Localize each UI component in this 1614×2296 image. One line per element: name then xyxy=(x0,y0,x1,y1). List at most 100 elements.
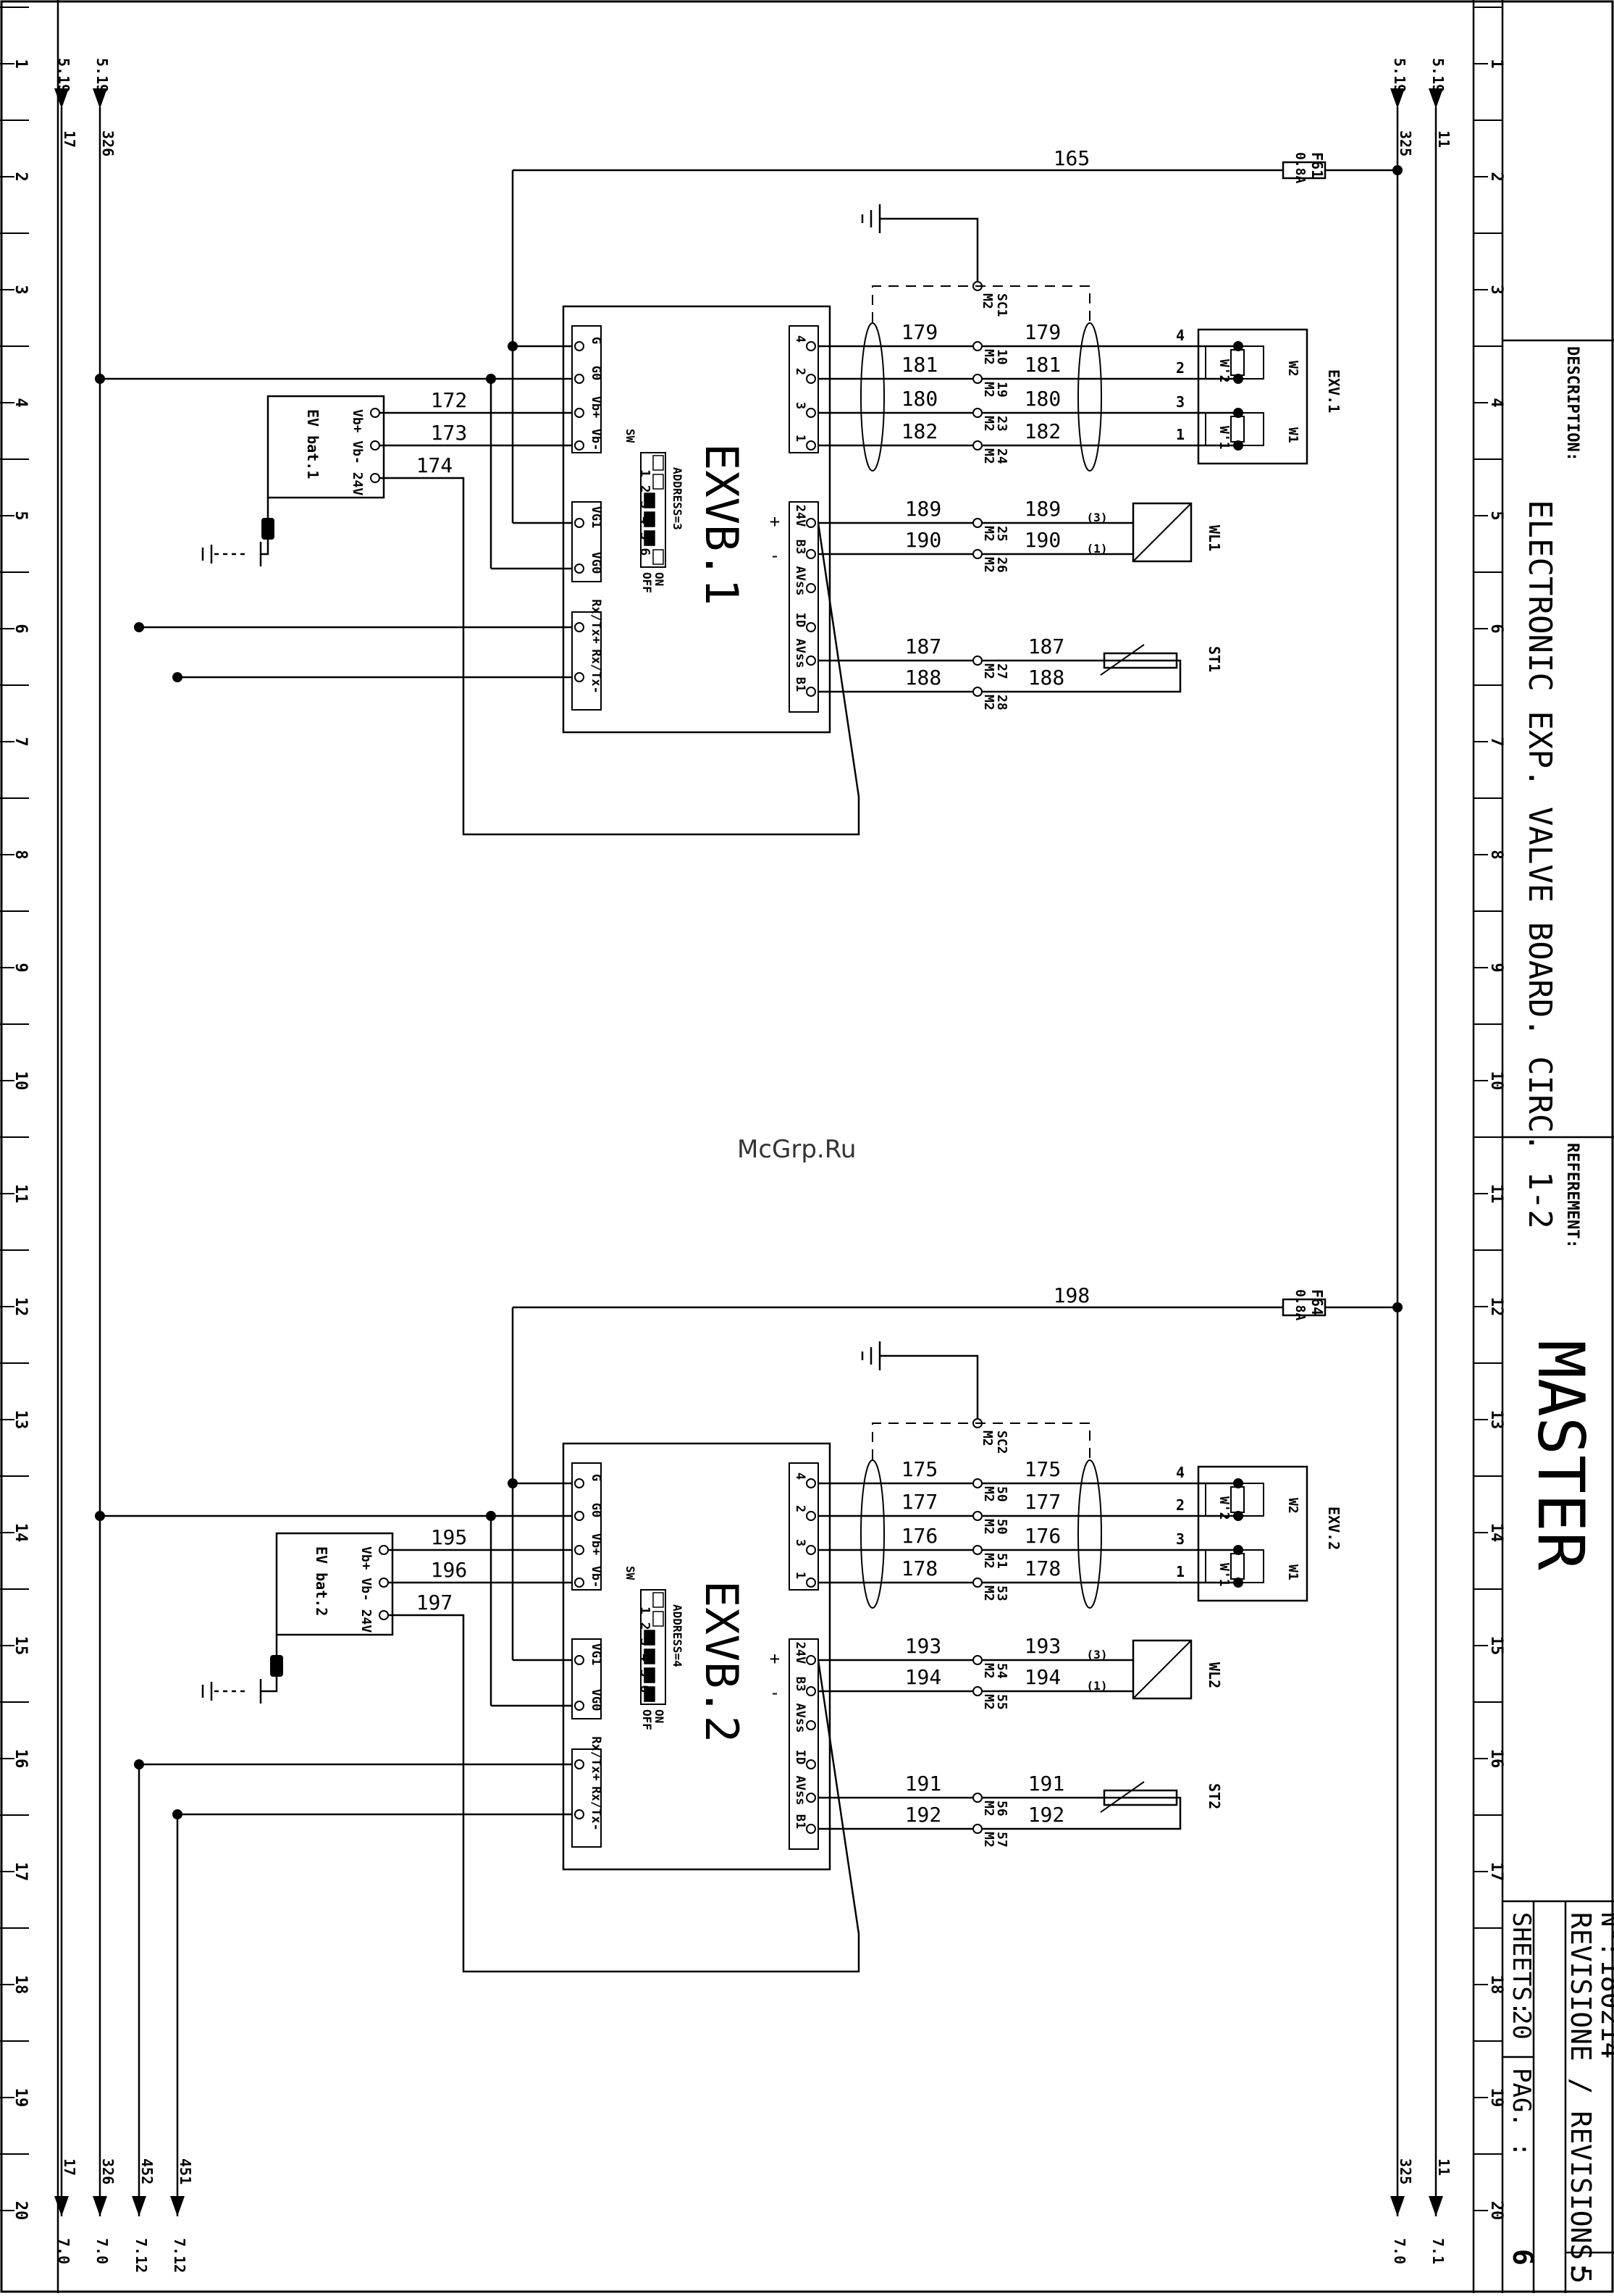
valve-label: EXV.2 xyxy=(1325,1507,1342,1550)
rail-ref-label: 5.19 xyxy=(93,58,111,93)
pressure-wire-number: 190 xyxy=(1025,528,1062,552)
battery-24v-wire xyxy=(379,477,860,836)
ruler-left-number: 7 xyxy=(12,737,30,746)
board-terminal-right xyxy=(806,655,816,666)
temp-wire-number: 187 xyxy=(1028,634,1065,658)
battery-wire-number: 172 xyxy=(431,388,468,412)
board-pin-label: VG0 xyxy=(589,1689,603,1711)
ruler-right-number: 16 xyxy=(1487,1749,1505,1769)
terminal-number: 57 xyxy=(994,1832,1009,1848)
ev-battery-box xyxy=(266,395,385,499)
board-pin-label: Vb+ xyxy=(589,1533,603,1556)
terminal-number: 19 xyxy=(994,382,1009,398)
board-pin-label: G xyxy=(589,337,603,344)
motor-wire-number: 179 xyxy=(901,320,938,344)
terminal-suffix: M2 xyxy=(981,416,996,432)
terminal-number: 50 xyxy=(994,1519,1009,1535)
description-text: ELECTRONIC EXP. VALVE BOARD. CIRC. 1-2 xyxy=(1521,500,1558,1229)
pressure-wire-number: 189 xyxy=(1025,497,1062,521)
dip-on-label: ON xyxy=(652,1709,666,1723)
sensor-pin-label: (3) xyxy=(1087,1648,1108,1662)
ntc-loop xyxy=(1177,1796,1182,1830)
ruler-left-number: 2 xyxy=(12,172,30,181)
terminal-suffix: M2 xyxy=(981,1486,996,1502)
board-terminal-right xyxy=(806,1824,816,1834)
board-pin-label: Vb- xyxy=(589,429,603,451)
terminal-suffix: M2 xyxy=(981,526,996,542)
board-terminal-left xyxy=(574,622,584,632)
ev-battery-pins: Vb+ Vb- 24V xyxy=(358,1546,374,1633)
ruler-left-number: 18 xyxy=(12,1975,30,1995)
ruler-left-number: 16 xyxy=(12,1749,30,1769)
ruler-right-number: 2 xyxy=(1487,172,1505,181)
board-terminal-left xyxy=(574,408,584,418)
ruler-left-number: 10 xyxy=(12,1071,30,1091)
ruler-left-number: 17 xyxy=(12,1862,30,1882)
fuse-label: F61 xyxy=(1308,152,1326,178)
rail-ref-label: 7.12 xyxy=(171,2238,188,2273)
terminal-block xyxy=(972,1793,983,1803)
board-terminal-right xyxy=(806,518,816,528)
rail-wire-label: 11 xyxy=(1435,2158,1453,2176)
terminal-block xyxy=(972,1478,983,1488)
board-terminal-right xyxy=(806,1720,816,1730)
terminal-suffix: M2 xyxy=(981,1694,996,1710)
board-pin-label: B1 xyxy=(793,677,807,692)
ruler-right-number: 6 xyxy=(1487,624,1505,633)
pressure-wire-number: 193 xyxy=(1025,1634,1062,1658)
revision-value: 5 xyxy=(1565,2267,1597,2284)
board-terminal-right xyxy=(806,1511,816,1521)
temp-wire-number: 191 xyxy=(1028,1772,1065,1796)
board-pin-label: VG1 xyxy=(589,1643,603,1666)
terminal-suffix: M2 xyxy=(981,695,996,711)
temp-sensor-label: ST1 xyxy=(1206,646,1223,672)
ruler-right-number: 10 xyxy=(1487,1071,1505,1091)
rail-ref-label: 7.1 xyxy=(1429,2238,1447,2264)
coil-label: W'1 xyxy=(1216,426,1232,450)
board-terminal-right xyxy=(806,1793,816,1803)
supply-wire-number: 198 xyxy=(1054,1283,1090,1307)
board-terminal-left xyxy=(574,563,584,574)
ntc-slash xyxy=(1100,644,1145,676)
board-terminal-left xyxy=(574,518,584,528)
motor-wire-number: 175 xyxy=(1025,1457,1062,1481)
fuse-rating: 0.8A xyxy=(1293,152,1308,184)
board-pin-label: 1 xyxy=(793,1572,807,1579)
sheets-value: 20 xyxy=(1507,2010,1536,2040)
board-terminal-right xyxy=(806,687,816,697)
dip-lever xyxy=(652,455,664,471)
number-label: N°: xyxy=(1595,1912,1614,1956)
board-terminal-right xyxy=(806,583,816,593)
board-terminal-left xyxy=(574,1809,584,1819)
board-outline xyxy=(562,1442,831,1871)
left-connector-top xyxy=(571,1462,602,1591)
rail-wire-label: 326 xyxy=(99,2158,117,2184)
valve-pin-number: 2 xyxy=(1176,1496,1185,1514)
terminal-suffix: M2 xyxy=(981,1519,996,1535)
board-terminal-left xyxy=(574,1759,584,1769)
temp-wire-number: 192 xyxy=(905,1803,942,1827)
rail-ref-label: 5.19 xyxy=(1391,58,1408,93)
dip-lever xyxy=(644,511,655,527)
fuse-rating: 0.8A xyxy=(1293,1289,1308,1321)
minus-sign: - xyxy=(770,1683,780,1703)
shield-earth-wire xyxy=(880,217,979,281)
valve-pin-number: 4 xyxy=(1176,1464,1185,1481)
battery-plug-lead xyxy=(261,1677,278,1693)
ruler-right-number: 5 xyxy=(1487,511,1505,520)
terminal-block xyxy=(972,1578,983,1588)
terminal-suffix: M2 xyxy=(981,663,996,679)
terminal-number: 50 xyxy=(994,1486,1009,1502)
board-pin-label: G xyxy=(589,1474,603,1481)
battery-wire-number: 173 xyxy=(431,421,468,445)
ruler-left-number: 9 xyxy=(12,963,30,972)
dip-off-label: OFF xyxy=(640,572,654,593)
battery-plug xyxy=(261,518,274,540)
ruler-left-number: 19 xyxy=(12,2088,30,2108)
motor-wire-number: 178 xyxy=(901,1556,938,1580)
rail-ref-label: 5.19 xyxy=(55,58,72,93)
rail-arrow-bottom xyxy=(170,2196,185,2216)
